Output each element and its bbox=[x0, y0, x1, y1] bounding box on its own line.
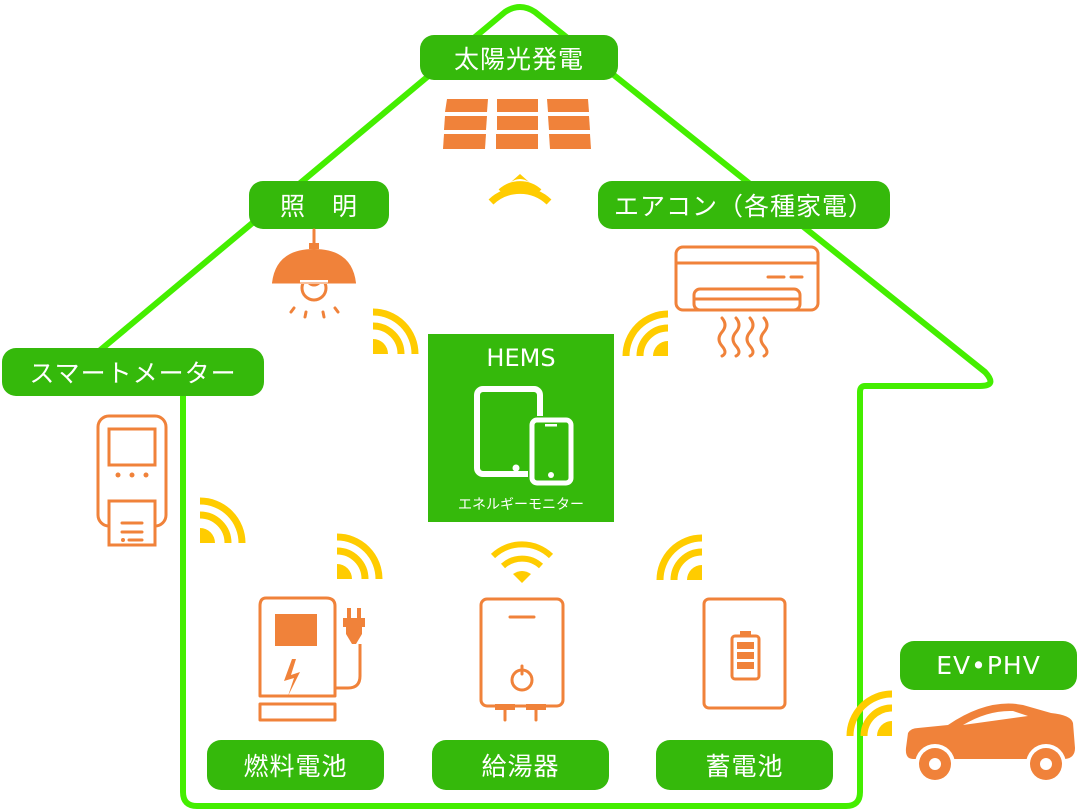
battery-icon bbox=[702, 597, 787, 710]
charging-station-icon bbox=[258, 596, 365, 722]
air-conditioner-icon bbox=[674, 245, 820, 358]
pendant-lamp-icon bbox=[272, 228, 356, 319]
label-water-heater: 給湯器 bbox=[432, 740, 609, 790]
label-solar: 太陽光発電 bbox=[420, 35, 618, 80]
wireless-signal-icon bbox=[199, 497, 246, 544]
tablet-and-phone-icon bbox=[474, 386, 574, 486]
label-lighting: 照 明 bbox=[249, 181, 389, 229]
label-fuel-cell: 燃料電池 bbox=[207, 740, 384, 790]
car-icon bbox=[905, 703, 1075, 784]
hems-title: HEMS bbox=[486, 344, 556, 372]
wireless-signal-icon bbox=[846, 690, 893, 737]
label-smart-meter: スマートメーター bbox=[2, 348, 264, 396]
hems-hub: HEMS エネルギーモニター bbox=[428, 334, 614, 522]
wireless-signal-icon bbox=[372, 308, 419, 355]
water-heater-icon bbox=[479, 597, 565, 722]
wireless-signal-icon bbox=[656, 534, 703, 581]
smart-meter-icon bbox=[96, 414, 168, 547]
wireless-signal-icon bbox=[490, 541, 554, 583]
hems-subtitle: エネルギーモニター bbox=[458, 497, 584, 513]
wireless-signal-icon bbox=[622, 310, 669, 357]
label-aircon: エアコン（各種家電） bbox=[598, 181, 890, 229]
label-ev: EV•PHV bbox=[900, 641, 1077, 690]
wireless-signal-icon bbox=[488, 174, 552, 205]
wireless-signal-icon bbox=[336, 533, 383, 580]
label-storage-battery: 蓄電池 bbox=[656, 740, 833, 790]
solar-panel-icon bbox=[443, 99, 591, 149]
